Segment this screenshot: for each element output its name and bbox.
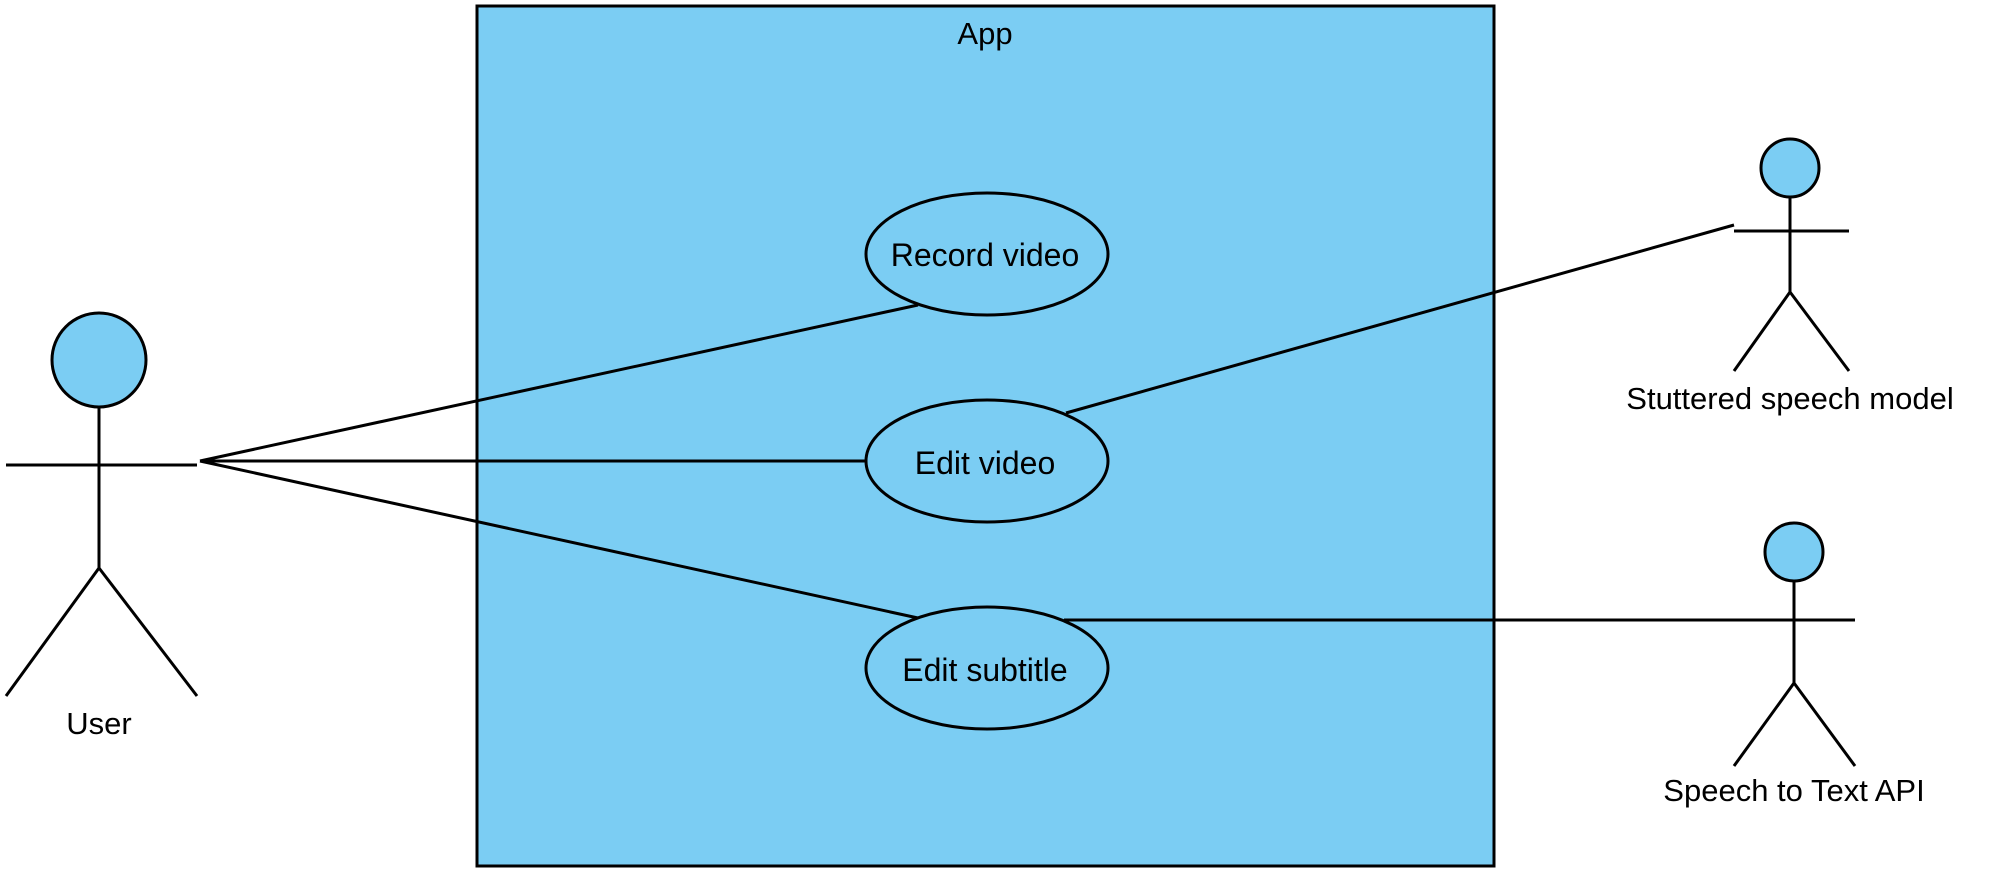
association-edit-video-stuttered-speech-model — [1065, 223, 1735, 415]
actor-user[interactable]: User — [4, 311, 199, 741]
association-user-record-video — [199, 303, 919, 463]
actor-right-leg — [97, 567, 199, 697]
actor-right-leg — [1792, 682, 1857, 767]
use-case-ellipse — [864, 605, 1110, 731]
use-case-ellipse — [864, 398, 1110, 524]
association-user-edit-subtitle — [199, 459, 919, 620]
actor-stuttered-speech-model[interactable]: Stuttered speech model — [1626, 137, 1954, 416]
actor-speech-to-text-api[interactable]: Speech to Text API — [1663, 521, 1925, 808]
actor-right-leg — [1788, 291, 1851, 372]
use-case-label: Record video — [891, 237, 1080, 273]
system-title: App — [957, 16, 1012, 51]
actor-head-icon — [1759, 137, 1821, 199]
use-case-edit-video[interactable]: Edit video — [864, 398, 1110, 524]
use-case-record-video[interactable]: Record video — [864, 191, 1110, 317]
actor-left-leg — [1732, 291, 1792, 372]
actor-left-leg — [1732, 682, 1796, 767]
actor-head-icon — [50, 311, 148, 409]
use-case-edit-subtitle[interactable]: Edit subtitle — [864, 605, 1110, 731]
actor-name: User — [66, 706, 131, 741]
actor-name: Speech to Text API — [1663, 773, 1924, 808]
actor-left-leg — [4, 567, 101, 697]
associations — [199, 223, 1855, 622]
use-case-label: Edit subtitle — [902, 652, 1067, 688]
actor-name: Stuttered speech model — [1626, 381, 1953, 416]
actor-head-icon — [1763, 521, 1825, 583]
use-case-label: Edit video — [915, 445, 1056, 481]
use-case-ellipse — [864, 191, 1110, 317]
